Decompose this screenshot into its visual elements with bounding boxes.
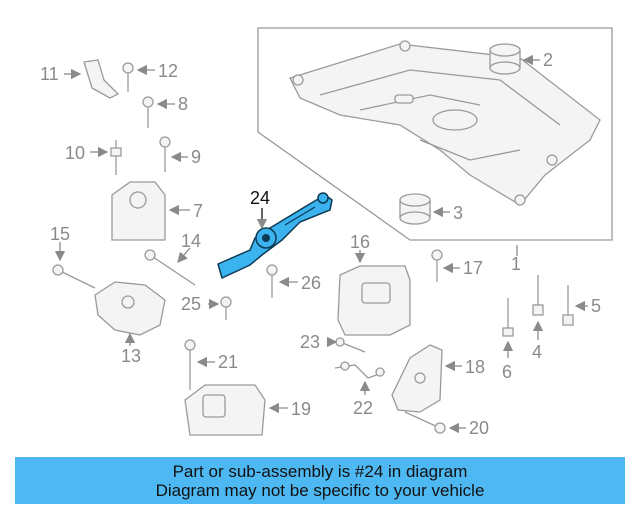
part-23-bolt[interactable] [326, 336, 366, 353]
callout-22: 22 [353, 398, 373, 418]
callout-19: 19 [291, 399, 311, 419]
callout-26: 26 [301, 273, 321, 293]
part-18-bracket[interactable] [391, 344, 462, 413]
callout-4: 4 [532, 342, 542, 362]
callout-5: 5 [591, 296, 601, 316]
part-21-bolt[interactable] [184, 339, 215, 390]
part-22-bracket[interactable] [334, 361, 386, 395]
callout-7: 7 [193, 201, 203, 221]
parts-diagram: 1 2 3 4 5 6 7 [40, 27, 613, 438]
callout-16: 16 [350, 232, 370, 252]
part-1-subframe[interactable] [257, 27, 613, 256]
part-6-bolt[interactable] [502, 298, 514, 358]
part-13-bracket[interactable] [94, 281, 166, 346]
part-26-bolt[interactable] [266, 264, 298, 298]
callout-8: 8 [178, 94, 188, 114]
part-25-bolt[interactable] [208, 296, 232, 320]
callout-9: 9 [191, 147, 201, 167]
part-10-bolt[interactable] [90, 140, 122, 175]
part-3-bushing[interactable] [399, 193, 450, 225]
callout-14: 14 [181, 231, 201, 251]
part-9-bolt[interactable] [159, 136, 188, 172]
callout-10: 10 [65, 143, 85, 163]
part-11-bracket[interactable] [64, 59, 120, 99]
callout-15: 15 [50, 224, 70, 244]
callout-21: 21 [218, 352, 238, 372]
callout-25: 25 [181, 294, 201, 314]
callout-17: 17 [463, 258, 483, 278]
part-17-bolt[interactable] [431, 249, 460, 282]
part-24-torque-rod[interactable] [217, 192, 333, 280]
callout-13: 13 [121, 346, 141, 366]
part-7-mount[interactable] [111, 181, 190, 241]
part-19-mount[interactable] [184, 384, 288, 436]
callout-24: 24 [250, 188, 270, 208]
part-2-bushing[interactable] [489, 43, 540, 75]
callout-6: 6 [502, 362, 512, 382]
banner-line-1: Part or sub-assembly is #24 in diagram [172, 461, 468, 481]
callout-20: 20 [469, 418, 489, 438]
callout-18: 18 [465, 357, 485, 377]
callout-2: 2 [543, 50, 553, 70]
callout-11: 11 [40, 64, 59, 84]
part-8-bolt[interactable] [142, 96, 175, 128]
part-4-bolt[interactable] [532, 275, 544, 340]
callout-1: 1 [511, 254, 521, 274]
part-14-bolt[interactable] [144, 247, 196, 286]
callout-23: 23 [300, 332, 320, 352]
part-5-bolt[interactable] [562, 285, 588, 326]
part-20-bolt[interactable] [404, 411, 466, 434]
info-banner: Part or sub-assembly is #24 in diagram D… [15, 457, 625, 504]
part-16-mount[interactable] [337, 250, 411, 336]
callout-3: 3 [453, 203, 463, 223]
callout-12: 12 [158, 61, 178, 81]
banner-line-2: Diagram may not be specific to your vehi… [155, 480, 485, 500]
part-15-bolt[interactable] [52, 242, 96, 289]
part-12-bolt[interactable] [122, 62, 155, 92]
